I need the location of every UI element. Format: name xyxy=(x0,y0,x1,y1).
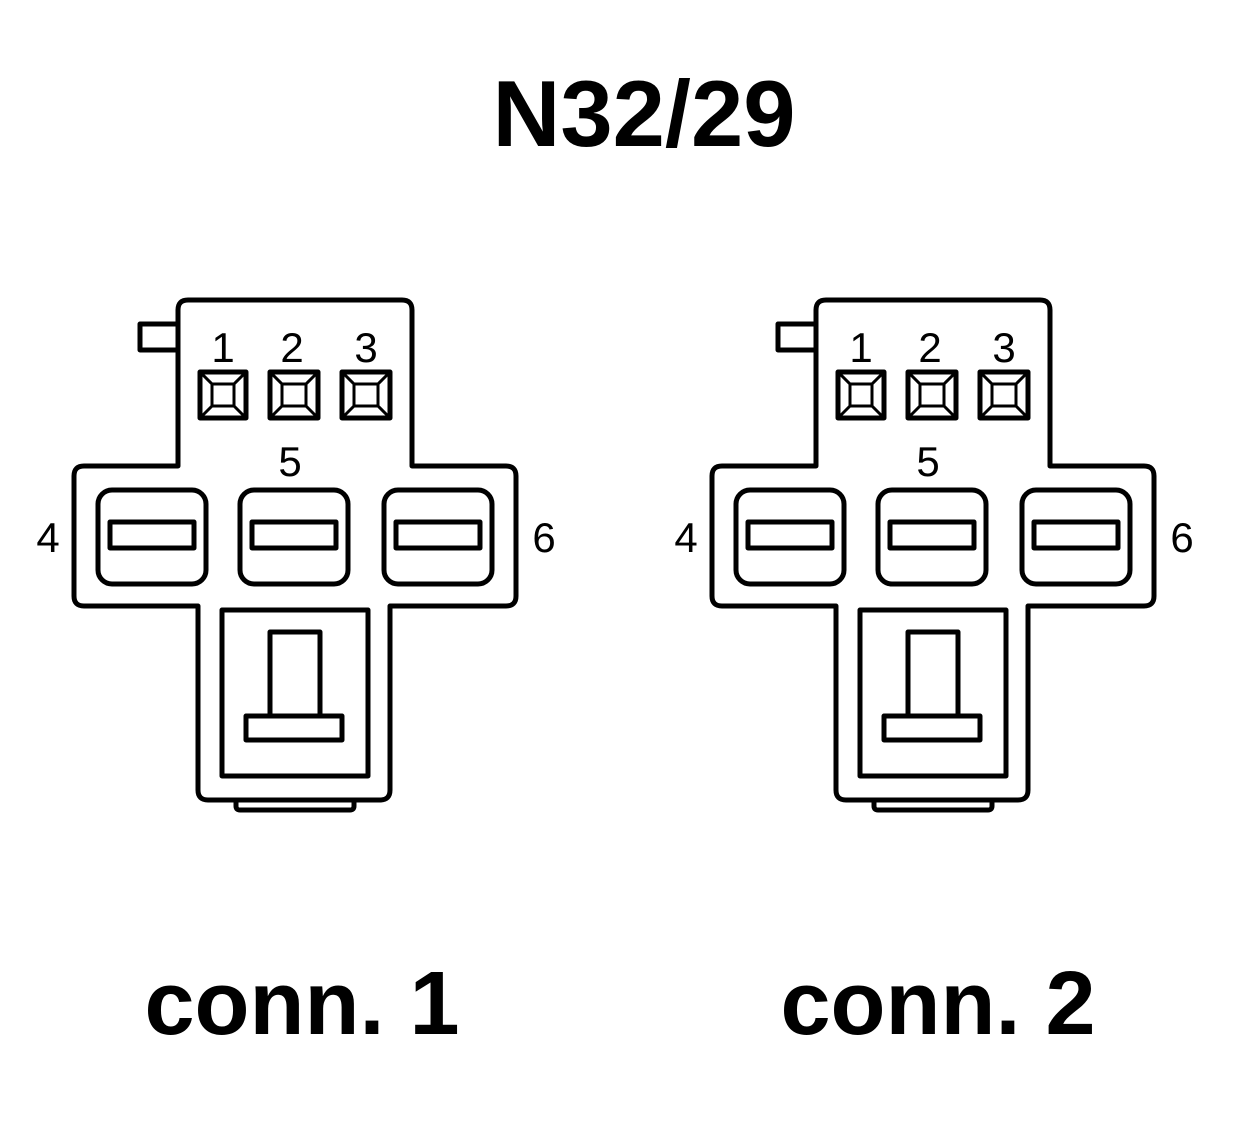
terminal-1 xyxy=(197,369,249,421)
terminal-4 xyxy=(95,487,209,587)
terminal-5 xyxy=(875,487,989,587)
latch-tab xyxy=(137,321,181,353)
connector-caption: conn. 1 xyxy=(144,954,459,1054)
terminal-3 xyxy=(977,369,1031,421)
connector-caption: conn. 2 xyxy=(780,954,1095,1054)
terminal-4 xyxy=(733,487,847,587)
connector-1: 1 2 3 4 5 6 conn. 1 xyxy=(36,297,556,1054)
latch-tab xyxy=(775,321,819,353)
terminal-6 xyxy=(1019,487,1133,587)
pin-label-4: 4 xyxy=(36,514,59,561)
connector-housing xyxy=(71,297,519,803)
connector-lip xyxy=(871,800,995,813)
pin-label-6: 6 xyxy=(532,514,555,561)
key-cavity xyxy=(857,607,1009,779)
pin-label-5: 5 xyxy=(278,438,301,485)
terminal-1 xyxy=(835,369,887,421)
terminal-3 xyxy=(339,369,393,421)
pin-label-3: 3 xyxy=(992,324,1015,371)
connector-lip xyxy=(233,800,357,813)
pin-label-4: 4 xyxy=(674,514,697,561)
terminal-6 xyxy=(381,487,495,587)
terminal-5 xyxy=(237,487,351,587)
pin-label-5: 5 xyxy=(916,438,939,485)
key-cavity xyxy=(219,607,371,779)
connector-housing xyxy=(709,297,1157,803)
pin-label-2: 2 xyxy=(280,324,303,371)
pin-label-6: 6 xyxy=(1170,514,1193,561)
pin-label-1: 1 xyxy=(849,324,872,371)
connector-2: 1 2 3 4 5 6 conn. 2 xyxy=(674,297,1194,1054)
diagram-title: N32/29 xyxy=(492,61,795,166)
pin-label-2: 2 xyxy=(918,324,941,371)
terminal-2 xyxy=(905,369,959,421)
pin-label-1: 1 xyxy=(211,324,234,371)
pin-label-3: 3 xyxy=(354,324,377,371)
terminal-2 xyxy=(267,369,321,421)
